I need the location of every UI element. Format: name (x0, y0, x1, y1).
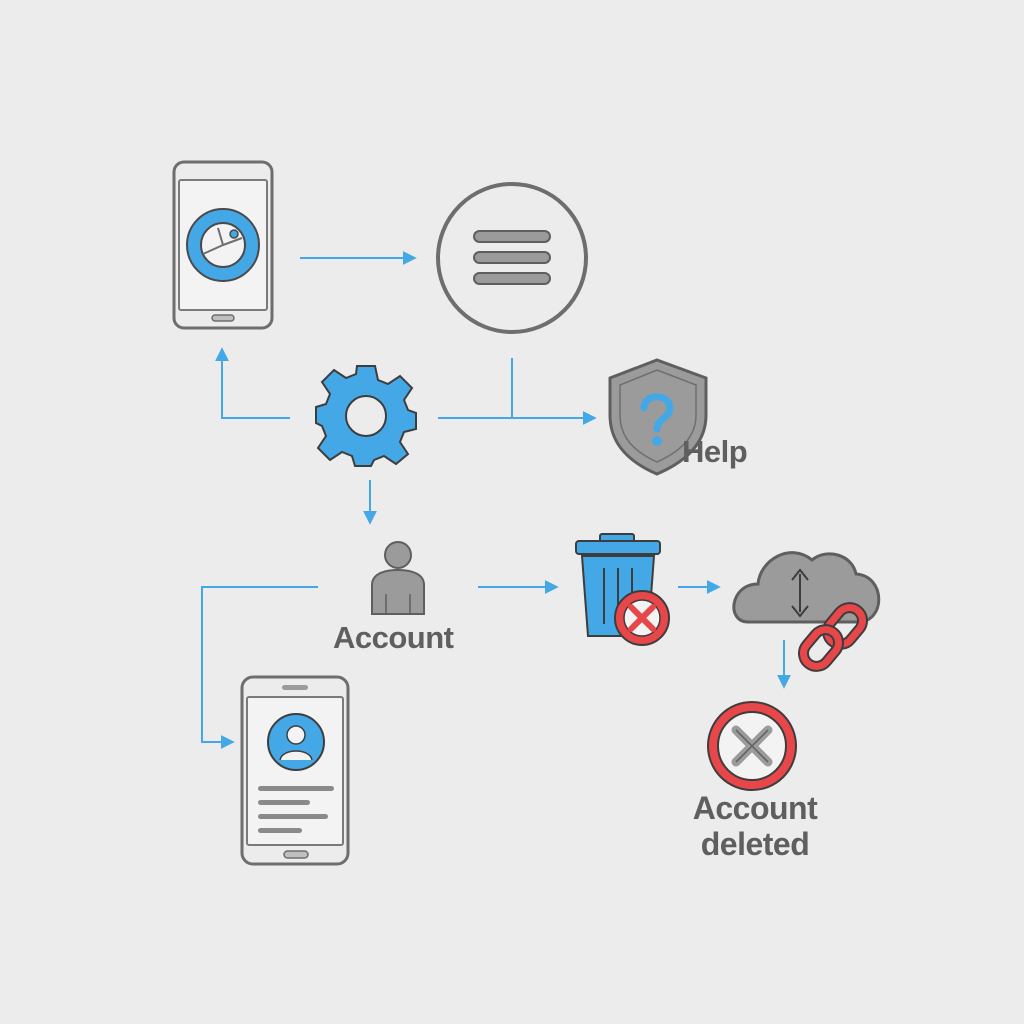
help-label: Help (682, 434, 748, 469)
account-deleted-line1: Account (692, 790, 818, 826)
error-x-icon (707, 701, 797, 791)
smartphone-profile-icon (240, 675, 350, 866)
account-label: Account (333, 620, 454, 655)
connectors (201, 251, 791, 749)
broken-link-icon (798, 602, 868, 672)
hamburger-menu-icon (436, 182, 588, 334)
user-icon (371, 541, 425, 615)
cloud-unlink-icon (732, 551, 881, 672)
account-deleted-label: Account deleted (670, 790, 840, 862)
smartphone-app-icon (172, 160, 274, 330)
gear-icon (315, 365, 417, 467)
account-deleted-line2: deleted (700, 826, 810, 862)
arrow-account-to-profile-phone (201, 586, 318, 749)
cancel-badge-icon (614, 590, 670, 646)
arrow-settings-to-phone (215, 347, 290, 419)
shield-question-icon (608, 358, 708, 476)
trash-cancel-icon (575, 533, 670, 646)
